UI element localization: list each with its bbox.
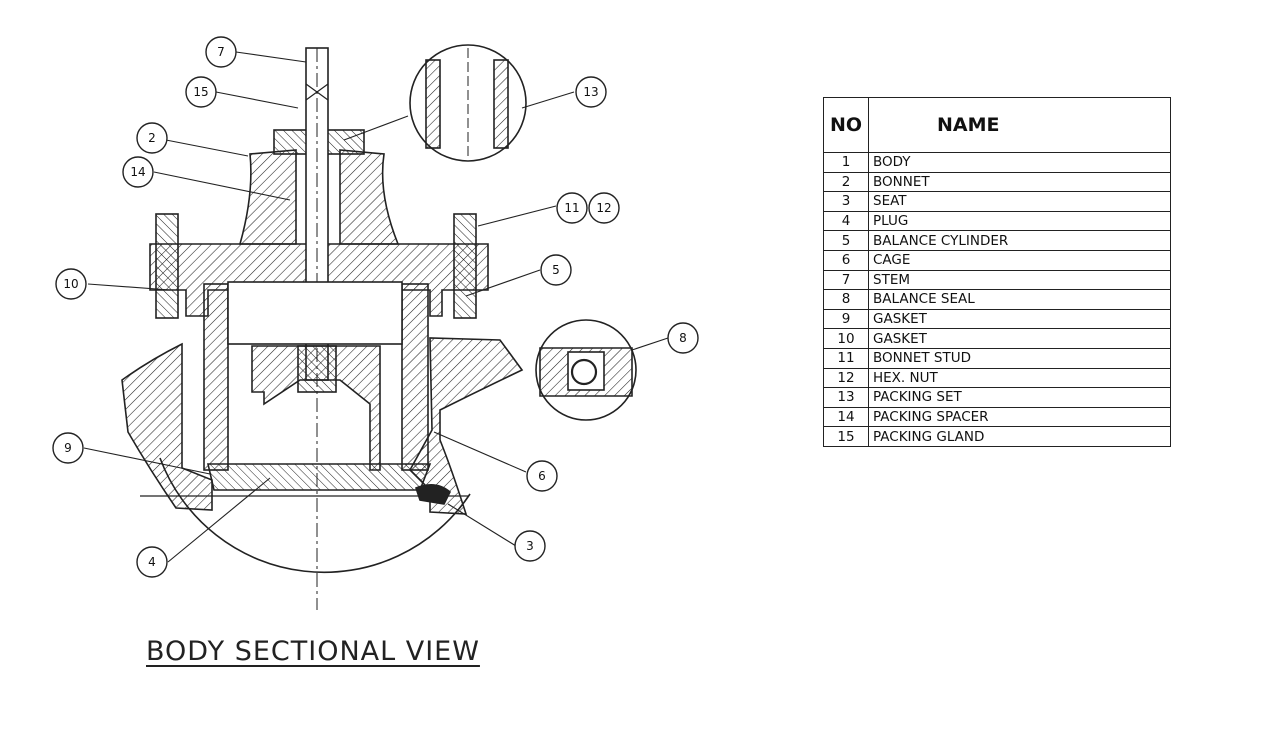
svg-text:7: 7 [217,45,225,59]
balloon-7: 7 [205,36,237,68]
part-number: 14 [823,406,869,428]
part-name: BALANCE SEAL [868,289,1171,310]
svg-text:13: 13 [583,85,598,99]
svg-text:12: 12 [596,201,611,215]
svg-text:10: 10 [63,277,78,291]
part-number: 5 [823,230,869,251]
balloon-3: 3 [514,530,546,562]
balance-seal-ring [570,358,598,386]
part-number: 15 [823,426,869,447]
part-number: 3 [823,191,869,212]
part-name: PLUG [868,210,1171,232]
body-right-section [409,337,524,515]
part-name: PACKING SPACER [868,406,1171,428]
svg-text:6: 6 [538,469,546,483]
part-number: 1 [823,152,869,173]
part-name: SEAT [868,191,1171,212]
part-name: HEX. NUT [868,367,1171,389]
parts-table-header: NO NAME [823,97,1171,153]
part-name: PACKING GLAND [868,426,1171,447]
part-name: CAGE [868,249,1171,271]
balloon-9: 9 [52,432,84,464]
part-name: BALANCE CYLINDER [868,230,1171,251]
part-number: 2 [823,171,869,193]
svg-text:4: 4 [148,555,156,569]
part-number: 4 [823,210,869,232]
balloon-5: 5 [540,254,572,286]
part-name: BONNET [868,171,1171,193]
column-header-no: NO [823,97,869,153]
svg-text:3: 3 [526,539,534,553]
cage-left [203,283,229,471]
drawing-caption: BODY SECTIONAL VIEW [146,636,480,667]
part-number: 7 [823,269,869,291]
cage-right [401,283,429,471]
part-number: 9 [823,308,869,330]
bonnet-stud-left [155,213,179,319]
part-name: GASKET [868,328,1171,349]
seat [206,463,432,491]
body-left-section [121,342,213,511]
part-number: 12 [823,367,869,389]
balloon-15: 15 [185,76,217,108]
part-number: 10 [823,328,869,349]
balloon-12: 12 [588,192,620,224]
svg-text:14: 14 [130,165,145,179]
balloon-11: 11 [556,192,588,224]
svg-text:2: 2 [148,131,156,145]
column-header-name: NAME [868,97,1171,153]
balloon-10: 10 [55,268,87,300]
balloon-6: 6 [526,460,558,492]
balloon-4: 4 [136,546,168,578]
svg-text:15: 15 [193,85,208,99]
plug [251,345,381,471]
svg-text:9: 9 [64,441,72,455]
balloon-14: 14 [122,156,154,188]
svg-text:8: 8 [679,331,687,345]
balloon-13: 13 [575,76,607,108]
part-name: BONNET STUD [868,347,1171,369]
part-name: STEM [868,269,1171,291]
sectional-view-drawing: 7 15 2 14 13 11 12 10 5 8 9 6 3 4 [52,36,699,610]
bonnet-stud-right [453,213,477,319]
part-number: 11 [823,347,869,369]
balloon-2: 2 [136,122,168,154]
part-number: 8 [823,289,869,310]
svg-text:11: 11 [564,201,579,215]
svg-text:5: 5 [552,263,560,277]
part-name: PACKING SET [868,387,1171,408]
balloon-8: 8 [667,322,699,354]
part-name: BODY [868,152,1171,173]
part-number: 6 [823,249,869,271]
part-name: GASKET [868,308,1171,330]
part-number: 13 [823,387,869,408]
